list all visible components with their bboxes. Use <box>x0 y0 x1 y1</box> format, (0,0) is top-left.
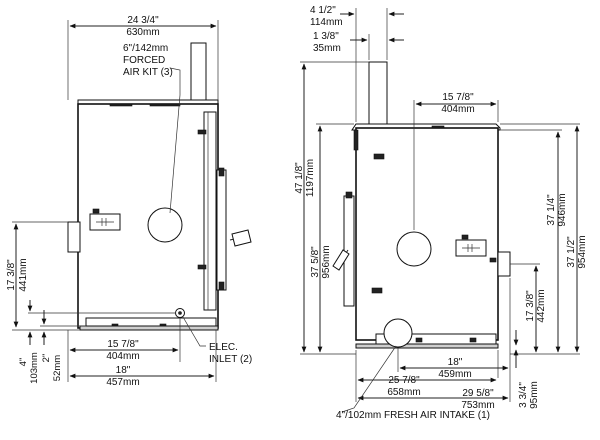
side-total-height-mm: 1197mm <box>305 159 316 197</box>
side-right-duct <box>497 251 511 277</box>
side-w29-in: 29 5/8" <box>462 388 494 399</box>
side-view: 4 1/2" 114mm 1 3/8" 35mm 15 7/8" 404mm 4… <box>294 5 588 421</box>
side-w18-in: 18" <box>448 357 463 368</box>
front-left-duct <box>67 221 81 253</box>
fresh-air-label: 4"/102mm FRESH AIR INTAKE (1) <box>336 410 490 421</box>
side-w18-mm: 459mm <box>438 369 471 380</box>
front-outer-width-mm: 457mm <box>106 377 139 388</box>
side-left-height-in: 37 5/8" <box>310 246 321 278</box>
side-low-height-mm: 442mm <box>536 289 547 322</box>
front-inner-width-mm: 404mm <box>106 351 139 362</box>
front-inlet-in: 4" <box>18 358 29 367</box>
side-left-bracket <box>343 195 355 307</box>
elec-inlet-label-1: ELEC. <box>209 342 238 353</box>
front-base-mm: 52mm <box>52 355 63 381</box>
side-right-height-a-in: 37 1/4" <box>546 194 557 226</box>
side-top-mm: 114mm <box>310 17 343 28</box>
side-unit-body <box>355 127 499 341</box>
side-w25-mm: 658mm <box>387 387 420 398</box>
front-outer-width-in: 18" <box>116 365 131 376</box>
forced-air-label-2: FORCED <box>123 55 165 66</box>
front-base-in: 2" <box>41 354 52 363</box>
side-fresh-air-intake <box>383 318 413 348</box>
forced-air-leader <box>169 67 181 214</box>
front-base <box>79 325 219 331</box>
side-right-height-b-in: 37 1/2" <box>566 236 577 268</box>
side-inner-width-mm: 404mm <box>441 104 474 115</box>
front-height-mm: 441mm <box>18 258 29 291</box>
side-flue-in: 1 3/8" <box>313 31 339 42</box>
elec-inlet-label-2: INLET (2) <box>209 354 252 365</box>
side-handle <box>332 249 350 271</box>
front-height-in: 17 3/8" <box>6 259 17 291</box>
front-handle <box>231 229 252 247</box>
fresh-air-leader <box>341 345 397 413</box>
side-low-height-in: 17 3/8" <box>525 290 536 322</box>
side-right-height-a-mm: 946mm <box>557 193 568 226</box>
side-base <box>355 343 499 349</box>
front-flue-pipe <box>190 42 207 104</box>
side-top-in: 4 1/2" <box>310 5 336 16</box>
side-intake-in: 3 3/4" <box>518 382 529 408</box>
forced-air-label-3: AIR KIT (3) <box>123 67 173 78</box>
side-inner-width-in: 15 7/8" <box>442 92 474 103</box>
front-inlet-mm: 103mm <box>29 352 40 384</box>
front-width-mm: 630mm <box>126 27 159 38</box>
side-w29-mm: 753mm <box>461 400 494 411</box>
elec-inlet-leader <box>182 316 206 347</box>
forced-air-label-1: 6"/142mm <box>123 43 168 54</box>
front-view: 24 3/4" 630mm 6"/142mm FORCED AIR KIT (3… <box>6 15 252 388</box>
front-width-in: 24 3/4" <box>127 15 159 26</box>
side-flue-pipe <box>368 61 388 125</box>
side-right-height-b-mm: 954mm <box>577 235 588 268</box>
side-w25-in: 25 7/8" <box>388 375 420 386</box>
side-left-height-mm: 956mm <box>321 245 332 278</box>
front-forced-air-circle <box>147 207 183 243</box>
side-forced-air-circle <box>396 231 432 267</box>
front-right-trim <box>203 111 217 311</box>
side-flue-mm: 35mm <box>313 43 341 54</box>
side-intake-mm: 95mm <box>529 381 540 409</box>
front-inner-width-in: 15 7/8" <box>107 339 139 350</box>
front-side-bracket <box>216 169 227 291</box>
side-total-height-in: 47 1/8" <box>294 162 305 194</box>
